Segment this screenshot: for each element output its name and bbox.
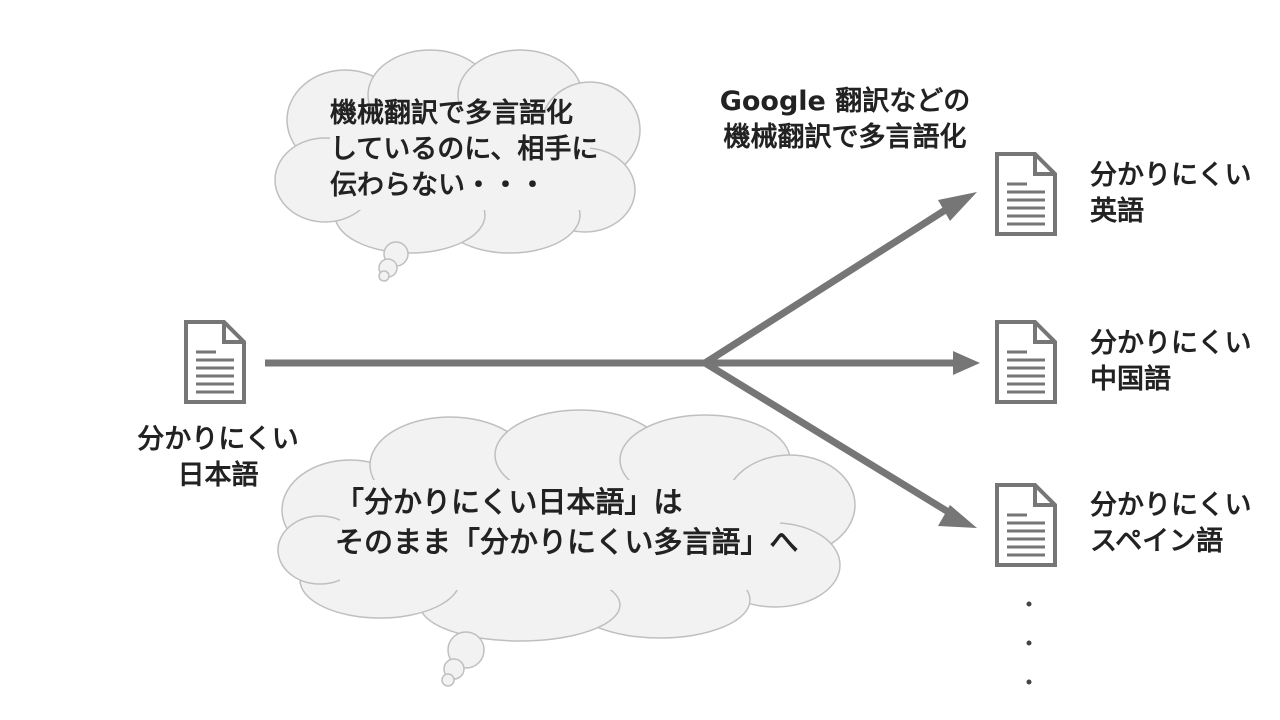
document-icon-chinese: [995, 320, 1057, 404]
thought-bottom-text: 「分かりにくい日本語」は そのまま「分かりにくい多言語」へ: [335, 482, 798, 562]
source-line1: 分かりにくい: [137, 424, 299, 455]
thought-top-line3: 伝わらない・・・: [330, 170, 546, 201]
thought-bottom-line2: そのまま「分かりにくい多言語」へ: [335, 525, 799, 559]
translation-note-line2: 機械翻訳で多言語化: [723, 122, 967, 153]
target-chinese-line1: 分かりにくい: [1090, 328, 1252, 359]
more-languages-dots: [1026, 601, 1032, 685]
source-label: 分かりにくい 日本語: [128, 422, 308, 494]
target-chinese-line2: 中国語: [1090, 364, 1171, 395]
target-label-spanish: 分かりにくい スペイン語: [1090, 488, 1251, 560]
arrow-to-english: [703, 204, 952, 366]
document-icon-spanish: [995, 483, 1057, 567]
target-label-chinese: 分かりにくい 中国語: [1090, 326, 1251, 398]
target-english-line2: 英語: [1090, 196, 1144, 227]
thought-cloud-top: [274, 49, 641, 282]
document-icon-source: [184, 320, 246, 404]
arrow-heads: [938, 192, 980, 528]
thought-top-line2: しているのに、相手に: [330, 134, 599, 165]
source-line2: 日本語: [177, 460, 259, 491]
document-icon-english: [995, 152, 1057, 236]
target-spanish-line1: 分かりにくい: [1090, 490, 1252, 521]
translation-note-line1: Google 翻訳などの: [719, 86, 971, 117]
thought-bottom-line1: 「分かりにくい日本語」は: [335, 485, 683, 519]
arrowhead-chinese: [953, 351, 980, 375]
arrow-to-spanish: [703, 360, 952, 516]
thought-top-line1: 機械翻訳で多言語化: [330, 98, 573, 129]
thought-top-text: 機械翻訳で多言語化 しているのに、相手に 伝わらない・・・: [330, 96, 598, 204]
translation-arrows: [265, 204, 955, 516]
target-spanish-line2: スペイン語: [1090, 526, 1224, 557]
target-label-english: 分かりにくい 英語: [1090, 158, 1251, 230]
arrowhead-english: [938, 192, 977, 221]
arrowhead-spanish: [938, 505, 977, 528]
target-english-line1: 分かりにくい: [1090, 160, 1252, 191]
thought-cloud-bottom: [277, 409, 856, 687]
translation-note: Google 翻訳などの 機械翻訳で多言語化: [700, 84, 990, 156]
